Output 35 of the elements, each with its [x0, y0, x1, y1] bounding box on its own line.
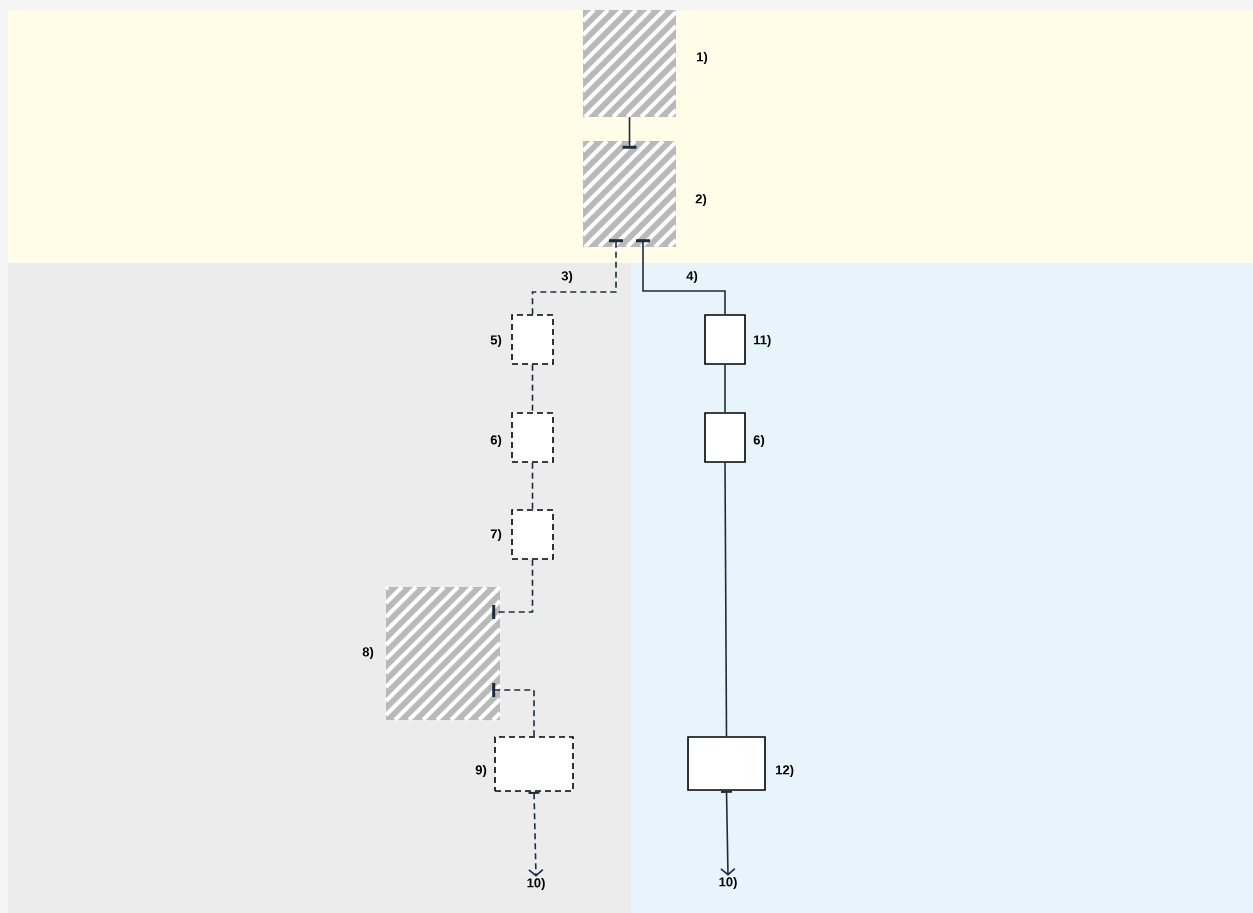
dashed-box — [511, 314, 554, 365]
edge-label: 3) — [561, 270, 573, 284]
box — [687, 736, 766, 791]
callout-number: 6) — [490, 434, 502, 448]
box — [704, 412, 746, 463]
callout-number: 11) — [754, 334, 771, 348]
arrow — [527, 791, 544, 877]
hatched-box — [581, 8, 678, 119]
dashed-box — [511, 509, 554, 560]
callout-number: 12) — [776, 764, 794, 778]
connector-line — [492, 683, 535, 737]
text-label: 10) — [527, 877, 545, 891]
connector-line — [531, 239, 623, 315]
callout-number: 8) — [362, 646, 374, 660]
callout-number: 9) — [475, 764, 487, 778]
connector-line — [724, 364, 726, 413]
text-label: 10) — [719, 876, 737, 890]
connector-line — [636, 239, 726, 315]
callout-number: 2) — [695, 193, 707, 207]
callout-number: 5) — [490, 334, 502, 348]
callout-number: 6) — [753, 434, 765, 448]
hatched-box — [581, 139, 678, 249]
dashed-box — [511, 412, 554, 463]
connector-line — [622, 116, 637, 149]
callout-number: 1) — [697, 51, 708, 65]
callout-number: 7) — [490, 528, 502, 542]
connector-line — [531, 462, 534, 510]
connector-line — [724, 462, 728, 737]
connector-line — [531, 364, 534, 413]
hatched-box — [384, 585, 502, 722]
box — [704, 314, 746, 365]
connector-line — [492, 559, 534, 619]
dashed-box — [494, 736, 574, 792]
edge-label: 4) — [686, 270, 698, 284]
arrow — [720, 790, 736, 876]
